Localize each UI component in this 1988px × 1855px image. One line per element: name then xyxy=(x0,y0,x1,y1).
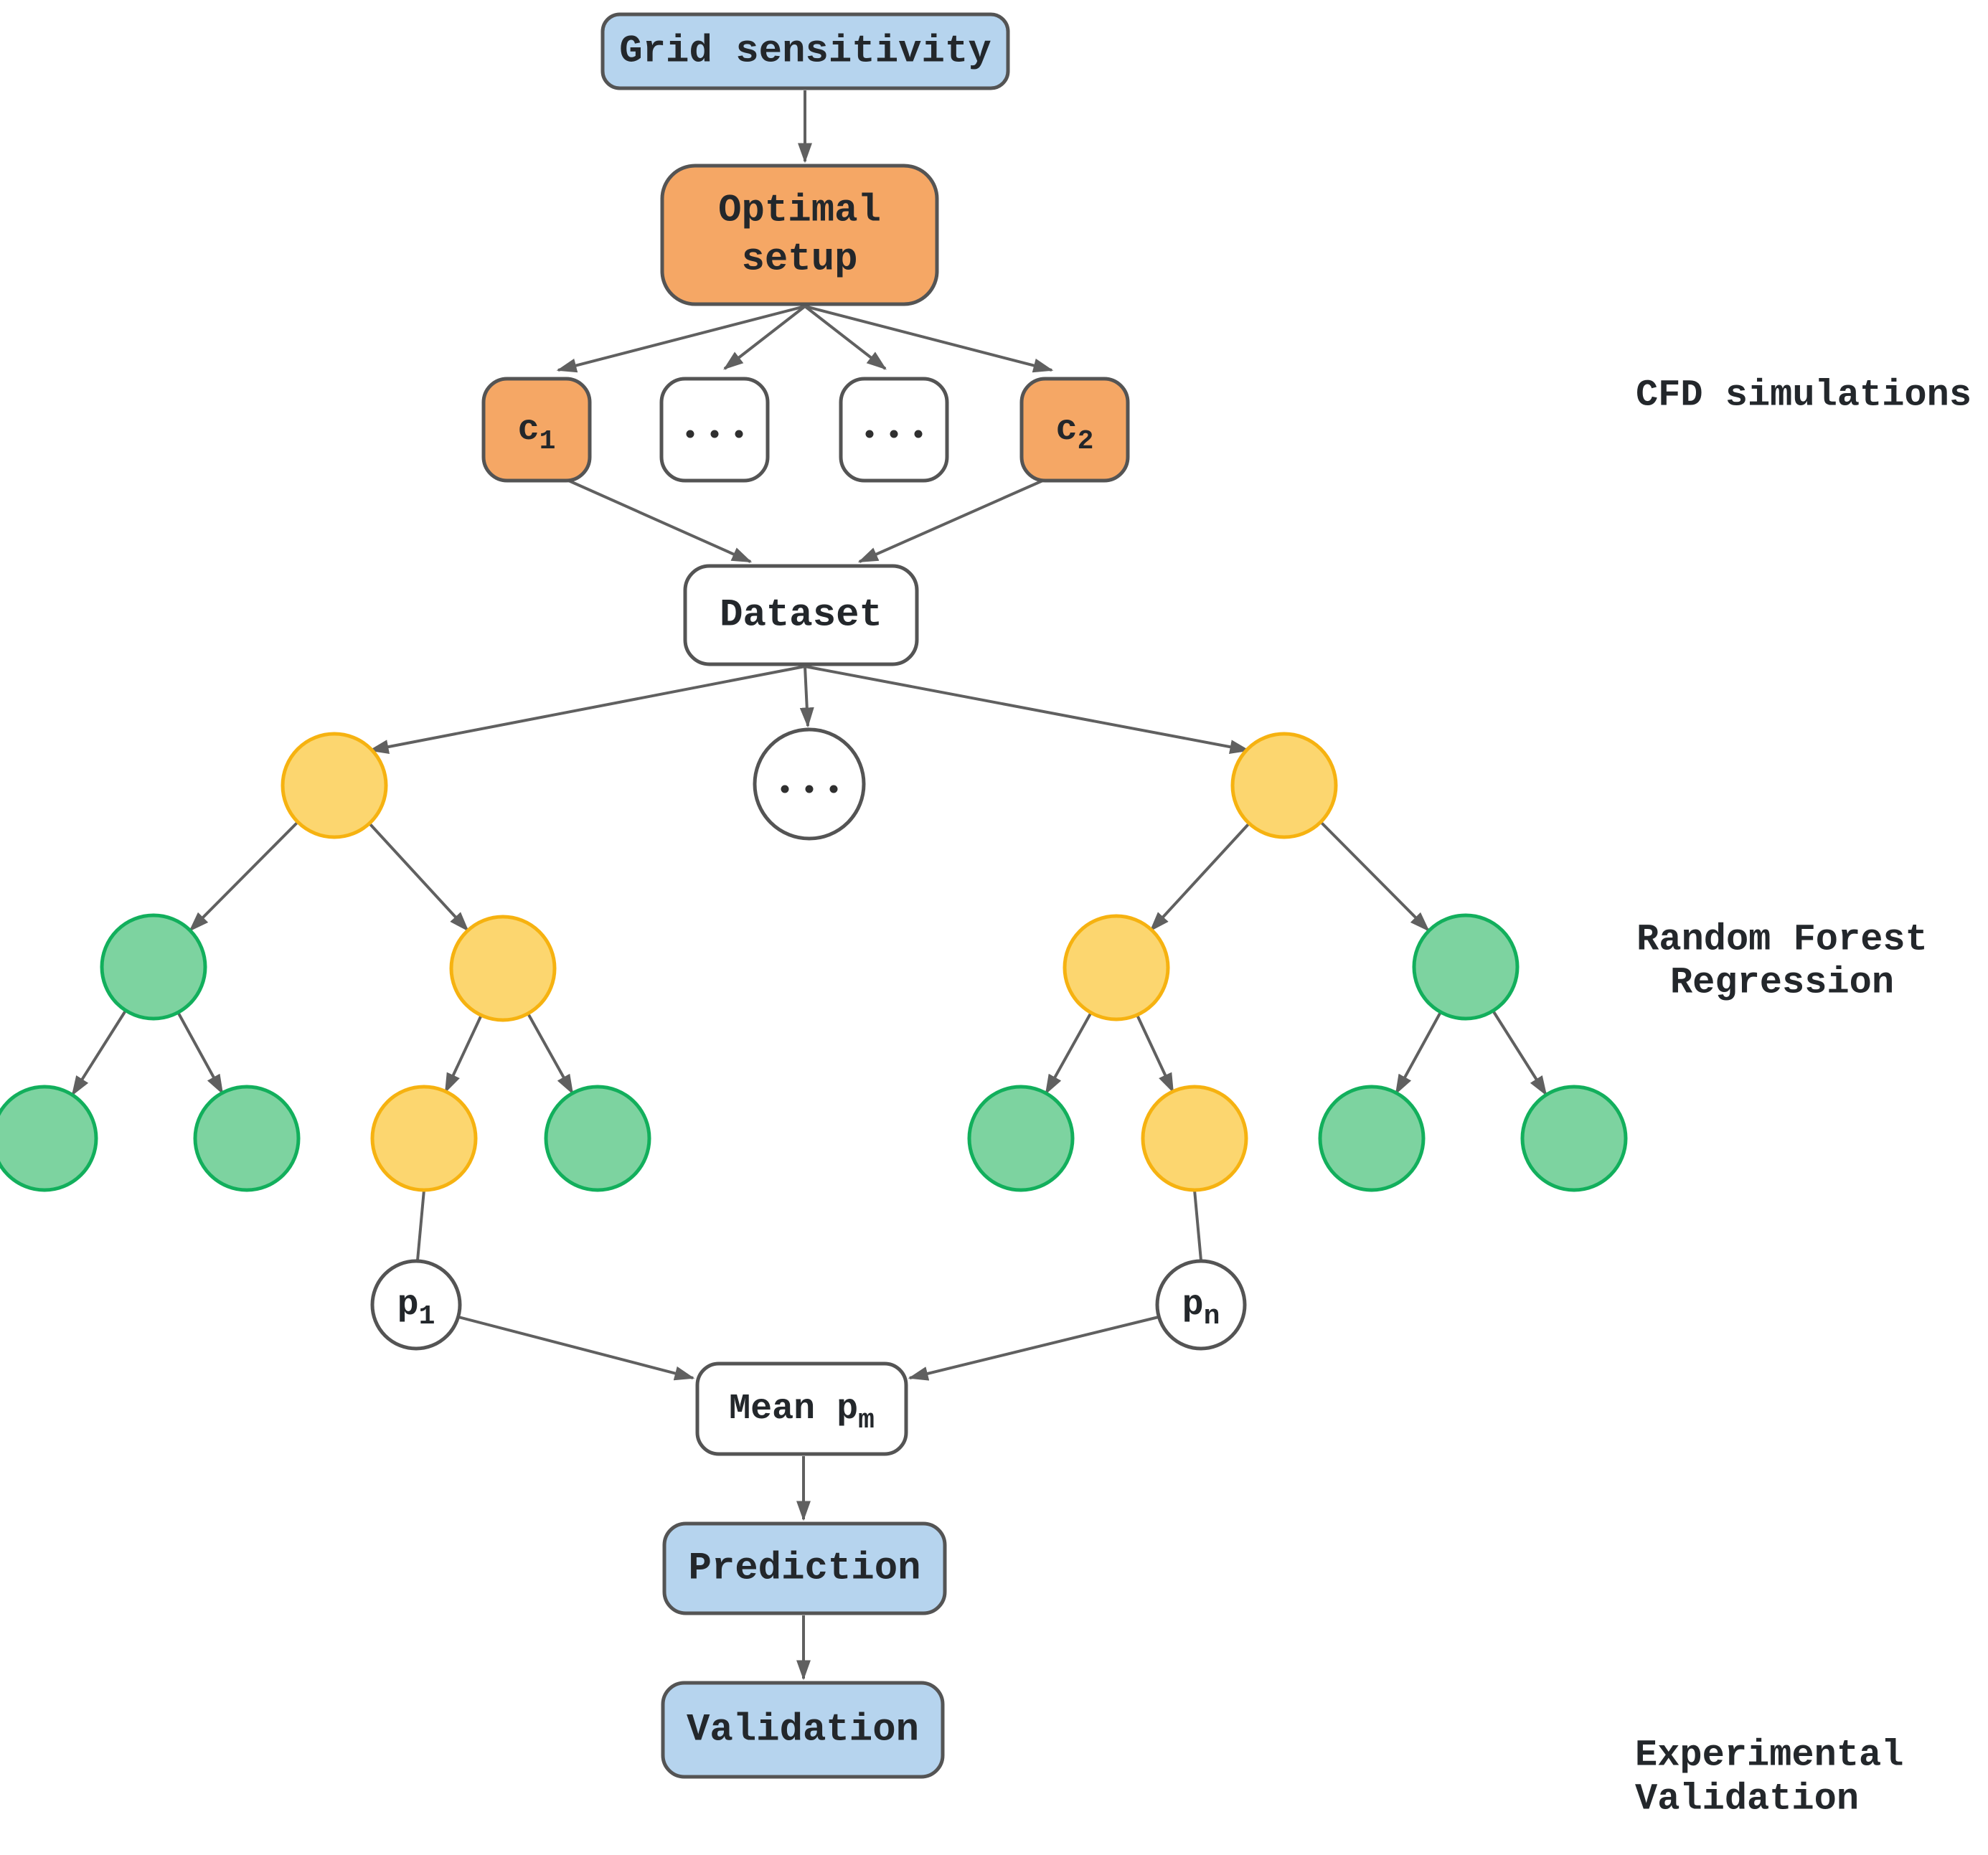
edge-c2-to-dataset xyxy=(857,478,1047,563)
edge-l2yellow-to-leaf3 xyxy=(527,1013,574,1095)
edge-optimal-to-c2 xyxy=(804,305,1054,373)
edge-optimal-to-c1 xyxy=(556,305,806,373)
label-random-forest-line-1: Random Forest xyxy=(1636,919,1928,961)
edge-l2yellow-to-leafy xyxy=(444,1014,483,1094)
cfd-case-dots-box-2-ellipsis-icon xyxy=(890,430,898,438)
label-experimental-validation-line-2: Validation xyxy=(1635,1778,1859,1821)
right-tree-leaf-green-2 xyxy=(1318,1085,1426,1192)
right-tree-l2-yellow xyxy=(1063,914,1170,1021)
label-experimental-validation-line-1: Experimental xyxy=(1635,1734,1903,1777)
right-tree-root xyxy=(1230,732,1338,839)
edge-r2green-to-leaf2 xyxy=(1395,1011,1442,1095)
pn-circle xyxy=(1155,1259,1247,1351)
edge-rroot-to-l2yellow xyxy=(1149,822,1250,932)
validation-box-label: Validation xyxy=(687,1708,919,1752)
left-tree-l2-yellow xyxy=(449,915,557,1022)
tree-dots-circle-ellipsis-icon xyxy=(805,785,814,793)
edge-c1-to-dataset xyxy=(565,478,753,563)
optimal-setup-box-label: Optimal xyxy=(718,189,881,232)
right-tree-leaf-green-3 xyxy=(1520,1085,1628,1192)
left-tree-leaf-green-1 xyxy=(0,1085,98,1192)
cfd-case-c1-box-label: c1 xyxy=(518,410,556,457)
left-tree-root xyxy=(281,732,388,839)
optimal-setup-box-label: setup xyxy=(741,237,857,281)
edge-dataset-to-right-root xyxy=(804,665,1250,755)
edge-lroot-to-l2yellow xyxy=(368,822,469,932)
left-tree-leaf-green-2 xyxy=(193,1085,301,1192)
grid-sensitivity-box xyxy=(600,12,1010,90)
edge-leafy-to-pn xyxy=(1193,1189,1202,1261)
cfd-case-dots-box-2 xyxy=(839,377,949,483)
cfd-case-dots-box-1-ellipsis-icon xyxy=(735,430,743,438)
tree-dots-circle-ellipsis-icon xyxy=(829,785,838,793)
right-tree-leaf-green-1 xyxy=(967,1085,1075,1192)
cfd-case-dots-box-1-ellipsis-icon xyxy=(686,430,694,438)
left-tree-l2-green xyxy=(100,913,207,1021)
mean-pm-box-label: Mean pm xyxy=(729,1389,875,1436)
right-tree-l2-green xyxy=(1412,913,1520,1021)
edge-optimal-to-dots2 xyxy=(804,305,887,370)
edge-pn-to-mean xyxy=(908,1316,1159,1381)
label-cfd-simulations-line-1: CFD simulations xyxy=(1636,374,1971,417)
cfd-case-dots-box-1 xyxy=(659,377,770,483)
tree-dots-circle xyxy=(753,727,866,841)
cfd-case-dots-box-2-ellipsis-icon xyxy=(865,430,874,438)
edge-optimal-to-dots1 xyxy=(723,305,806,370)
p1-circle-label: p1 xyxy=(397,1285,435,1332)
edge-r2yellow-to-leaf1 xyxy=(1045,1013,1092,1095)
dataset-box-label: Dataset xyxy=(720,593,882,637)
right-tree-leaf-yellow xyxy=(1141,1085,1248,1192)
edge-dataset-to-dots xyxy=(799,666,814,728)
edge-dataset-to-left-root xyxy=(368,665,806,754)
grid-sensitivity-box-label: Grid sensitivity xyxy=(619,29,991,73)
edge-l2green-to-leaf1 xyxy=(71,1009,127,1097)
optimal-setup-box xyxy=(660,164,939,306)
edge-r2yellow-to-leafy xyxy=(1136,1014,1174,1094)
edge-leafy-to-p1 xyxy=(416,1189,425,1261)
edge-lroot-to-l2green xyxy=(189,821,299,932)
p1-circle xyxy=(370,1259,462,1351)
pn-circle-label: pn xyxy=(1182,1285,1220,1332)
edge-r2green-to-leaf3 xyxy=(1492,1009,1547,1097)
cfd-case-c2-box-label: c2 xyxy=(1056,410,1094,457)
cfd-case-c2-box xyxy=(1019,377,1130,483)
edge-rroot-to-l2green xyxy=(1319,821,1430,932)
cfd-case-c1-box xyxy=(481,377,592,483)
cfd-case-dots-box-2-ellipsis-icon xyxy=(914,430,923,438)
edge-l2green-to-leaf2 xyxy=(176,1011,224,1095)
prediction-box-label: Prediction xyxy=(688,1547,920,1590)
label-random-forest-line-2: Regression xyxy=(1670,962,1894,1004)
edge-p1-to-mean xyxy=(458,1316,695,1381)
left-tree-leaf-yellow xyxy=(370,1085,478,1192)
mean-pm-box xyxy=(695,1361,908,1456)
left-tree-leaf-green-3 xyxy=(544,1085,651,1192)
dataset-box xyxy=(683,564,919,666)
cfd-case-dots-box-1-ellipsis-icon xyxy=(710,430,719,438)
tree-dots-circle-ellipsis-icon xyxy=(781,785,789,793)
prediction-box xyxy=(662,1521,947,1615)
validation-box xyxy=(661,1681,945,1779)
